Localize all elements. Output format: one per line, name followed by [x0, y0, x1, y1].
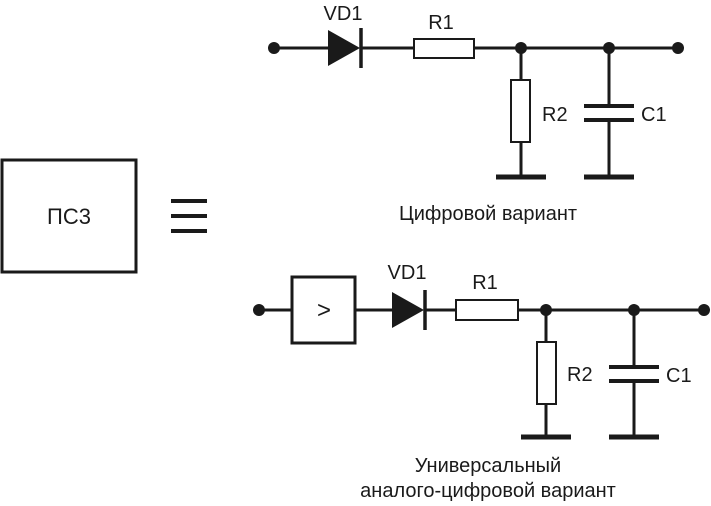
analog-resistor-r1 — [455, 299, 519, 321]
ps3-label: ПС3 — [47, 204, 91, 229]
analog-caption-line2: аналого-цифровой вариант — [360, 480, 616, 502]
digital-input-terminal — [268, 42, 280, 54]
digital-diode-vd1 — [328, 28, 363, 68]
analog-comparator-block — [290, 275, 357, 345]
digital-r2-label: R2 — [542, 104, 568, 126]
digital-resistor-r1 — [413, 38, 475, 59]
digital-resistor-r2 — [510, 79, 531, 143]
analog-diode-vd1 — [392, 290, 427, 330]
digital-diode-label: VD1 — [324, 3, 363, 25]
digital-output-terminal — [672, 42, 684, 54]
digital-caption: Цифровой вариант — [399, 203, 577, 225]
analog-resistor-r2 — [536, 341, 557, 405]
analog-c1-label: C1 — [666, 365, 692, 387]
analog-output-terminal — [698, 304, 710, 316]
digital-r1-label: R1 — [428, 12, 454, 34]
digital-c1-label: C1 — [641, 104, 667, 126]
analog-r1-label: R1 — [472, 272, 498, 294]
ps3-block — [0, 158, 138, 274]
equivalence-sign — [171, 199, 207, 233]
analog-diode-label: VD1 — [388, 262, 427, 284]
analog-caption-line1: Универсальный — [415, 455, 561, 477]
analog-comparator-symbol: > — [317, 297, 331, 324]
analog-input-terminal — [253, 304, 265, 316]
digital-circuit: VD1 R1 R2 C1 Цифровой вариант — [268, 3, 684, 225]
analog-r2-label: R2 — [567, 364, 593, 386]
analog-circuit: > VD1 R1 R2 C1 Универсальный аналого-циф… — [253, 262, 710, 502]
